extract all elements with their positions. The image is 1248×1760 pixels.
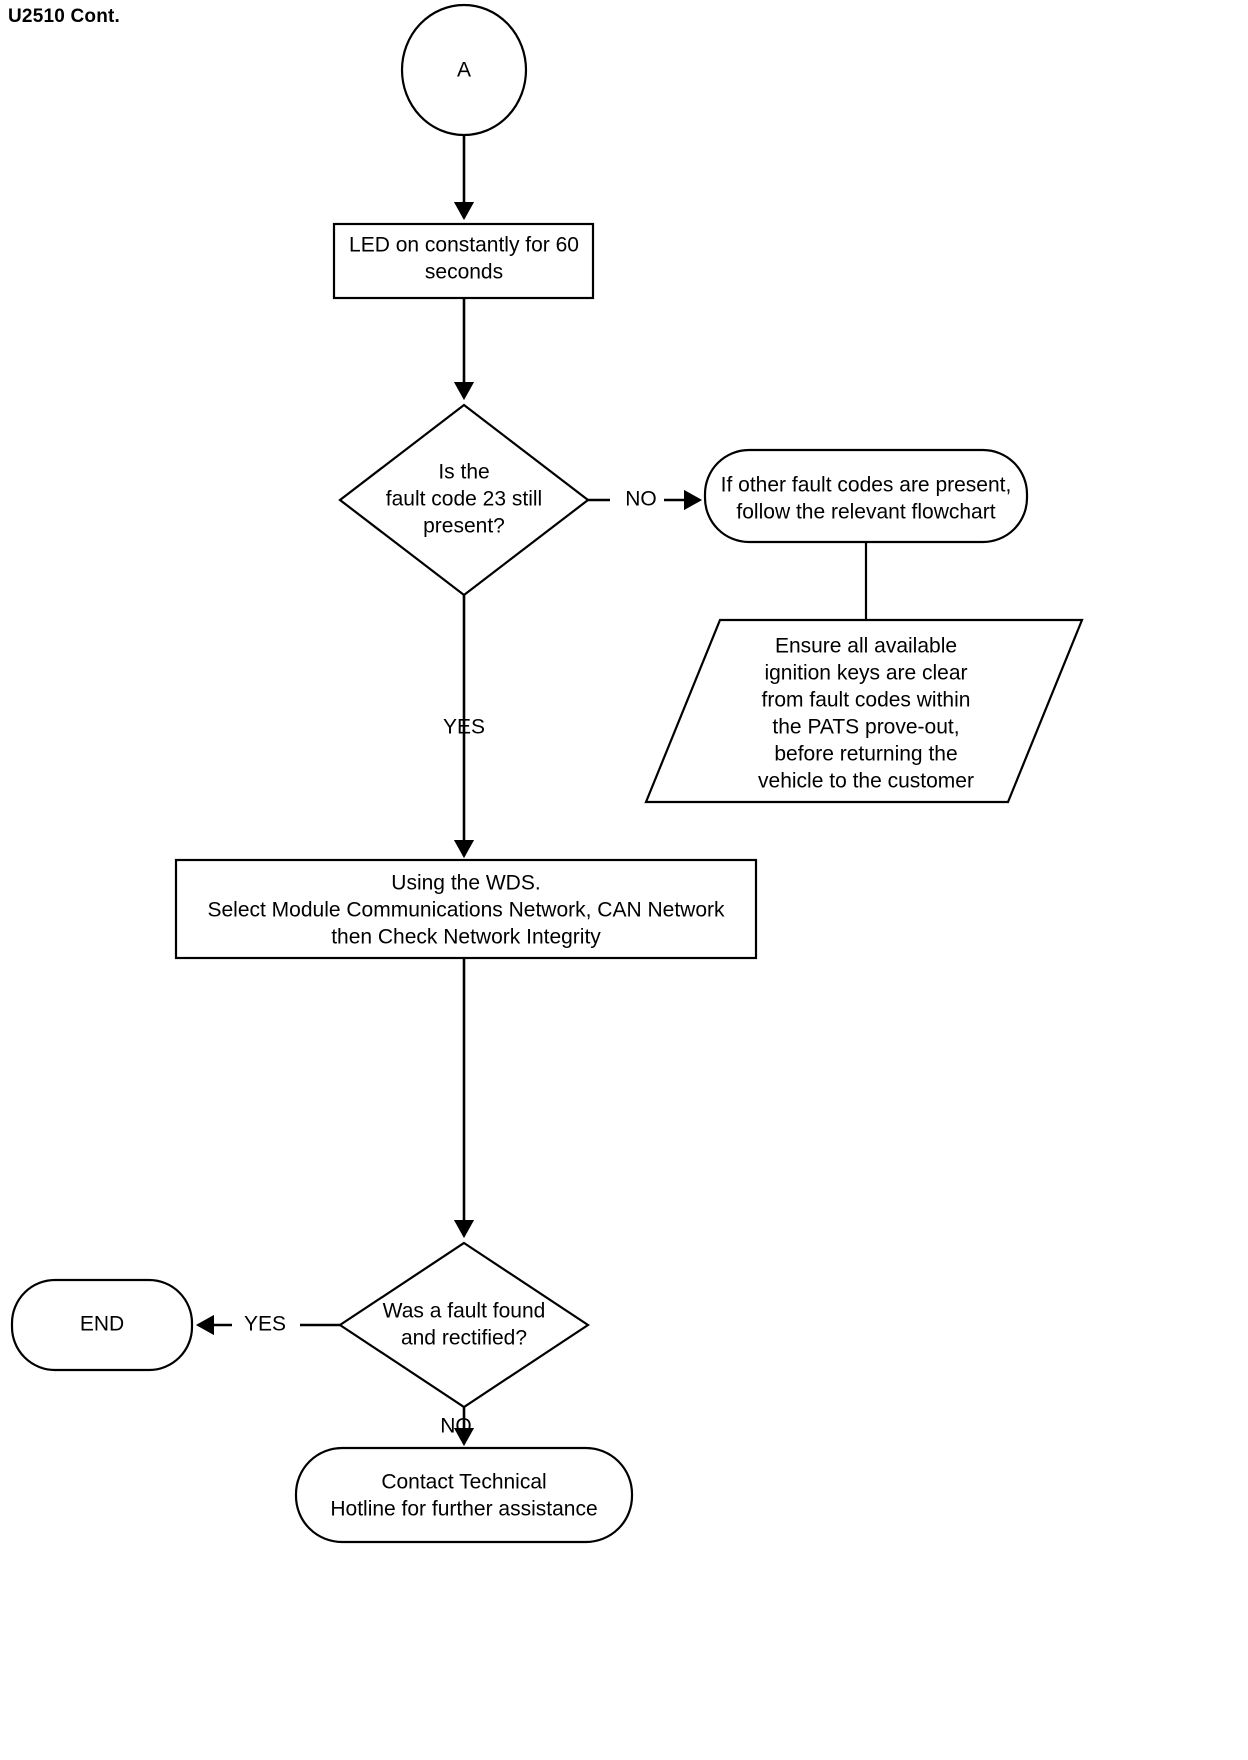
ensure-keys-note-line-6: vehicle to the customer (758, 770, 974, 793)
wds-step-line-2: Select Module Communications Network, CA… (207, 899, 725, 922)
node-end-terminator[interactable]: END (10, 1278, 194, 1372)
other-fault-codes-line-1: If other fault codes are present, (721, 474, 1012, 497)
page-title: U2510 Cont. (8, 6, 121, 27)
edge-decision-no: NO (588, 488, 703, 511)
node-led-step[interactable]: LED on constantly for 60 seconds (332, 222, 595, 300)
edge-decision2-no: NO (440, 1407, 475, 1447)
node-connector-a[interactable]: A (400, 3, 528, 137)
edge-decision-yes: YES (443, 595, 485, 859)
contact-hotline-line-1: Contact Technical (381, 1471, 546, 1494)
edge-label-yes-end: YES (244, 1313, 286, 1336)
ensure-keys-note-line-4: the PATS prove-out, (772, 716, 959, 739)
led-step-line-1: LED on constantly for 60 (349, 234, 579, 257)
led-step-line-2: seconds (425, 261, 503, 284)
node-other-fault-codes[interactable]: If other fault codes are present, follow… (703, 448, 1029, 544)
fault-code-decision-line-1: Is the (438, 461, 489, 484)
ensure-keys-note-line-3: from fault codes within (762, 689, 971, 712)
fault-found-decision-line-1: Was a fault found (383, 1300, 546, 1323)
edge-label-no-top: NO (625, 488, 657, 511)
node-fault-code-decision[interactable]: Is the fault code 23 still present? (338, 403, 590, 597)
edge-label-yes-main: YES (443, 716, 485, 739)
edge-label-no-bottom: NO (440, 1415, 472, 1438)
fault-code-decision-line-2: fault code 23 still (386, 488, 542, 511)
ensure-keys-note-line-1: Ensure all available (775, 635, 957, 658)
fault-found-decision-line-2: and rectified? (401, 1327, 527, 1350)
node-ensure-keys-note[interactable]: Ensure all available ignition keys are c… (644, 618, 1084, 804)
wds-step-line-1: Using the WDS. (391, 872, 540, 895)
node-wds-step[interactable]: Using the WDS. Select Module Communicati… (174, 858, 758, 960)
other-fault-codes-line-2: follow the relevant flowchart (736, 501, 995, 524)
node-contact-hotline[interactable]: Contact Technical Hotline for further as… (294, 1446, 634, 1544)
wds-step-line-3: then Check Network Integrity (331, 926, 601, 949)
fault-code-decision-line-3: present? (423, 515, 505, 538)
ensure-keys-note-line-5: before returning the (774, 743, 957, 766)
end-terminator-label: END (80, 1313, 124, 1336)
ensure-keys-note-line-2: ignition keys are clear (764, 662, 967, 685)
node-fault-found-decision[interactable]: Was a fault found and rectified? (338, 1241, 590, 1409)
contact-hotline-line-2: Hotline for further assistance (330, 1498, 597, 1521)
connector-a-label: A (457, 59, 471, 82)
edge-decision2-yes: YES (195, 1313, 340, 1336)
